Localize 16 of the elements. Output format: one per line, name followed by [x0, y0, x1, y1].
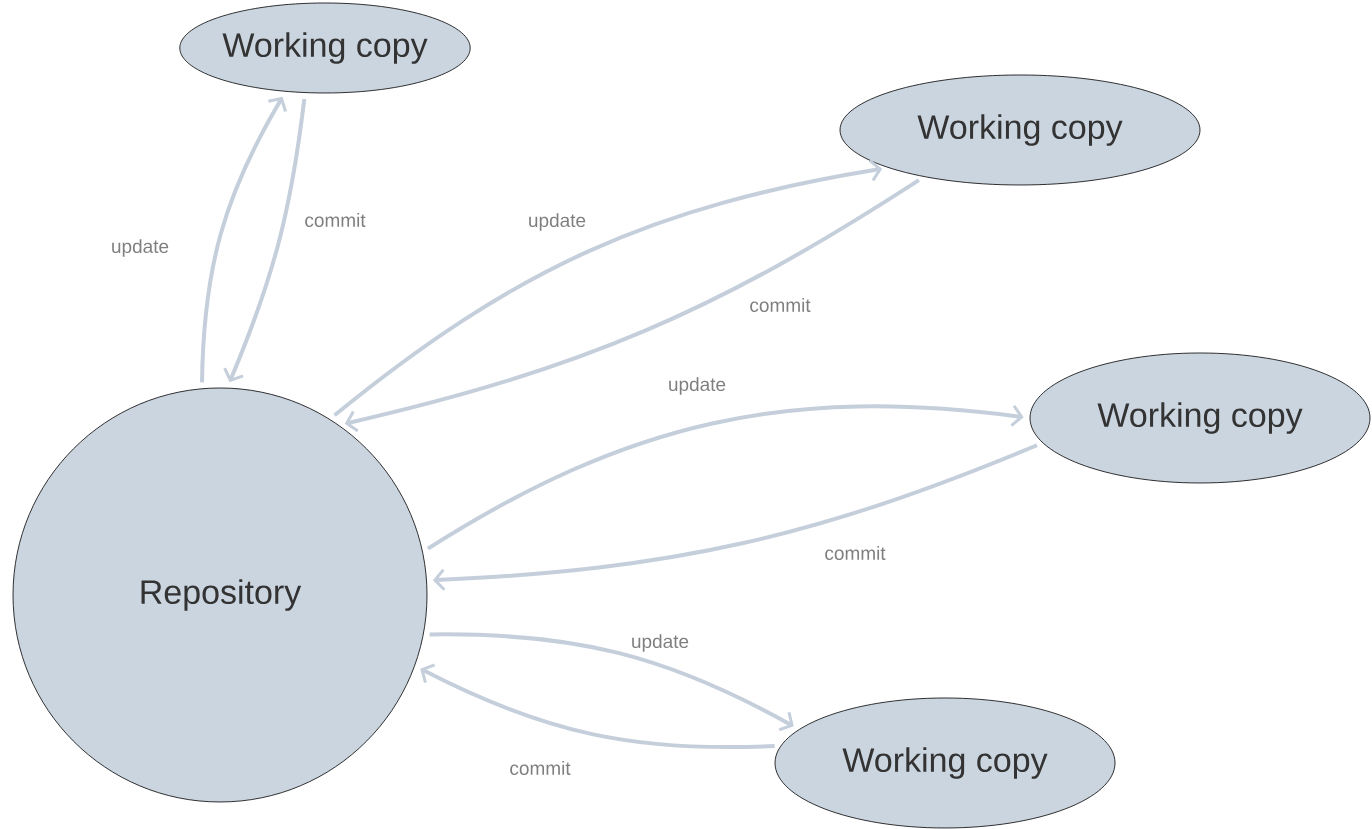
edge-label: commit — [748, 297, 812, 313]
arrow — [429, 632, 794, 732]
arrow — [200, 96, 287, 383]
edge-label: update — [629, 633, 691, 653]
arrow — [420, 663, 775, 750]
arrow — [333, 159, 883, 417]
arrow — [223, 98, 307, 383]
edge-label: commit — [508, 760, 572, 776]
edge-label: update — [526, 212, 588, 232]
arrow — [426, 404, 1024, 551]
arrow — [344, 178, 920, 433]
arrow — [432, 443, 1038, 591]
edge-label: commit — [823, 545, 887, 561]
edge-label: update — [666, 376, 728, 396]
edge-label: commit — [303, 212, 367, 228]
edge-label: update — [109, 238, 171, 258]
